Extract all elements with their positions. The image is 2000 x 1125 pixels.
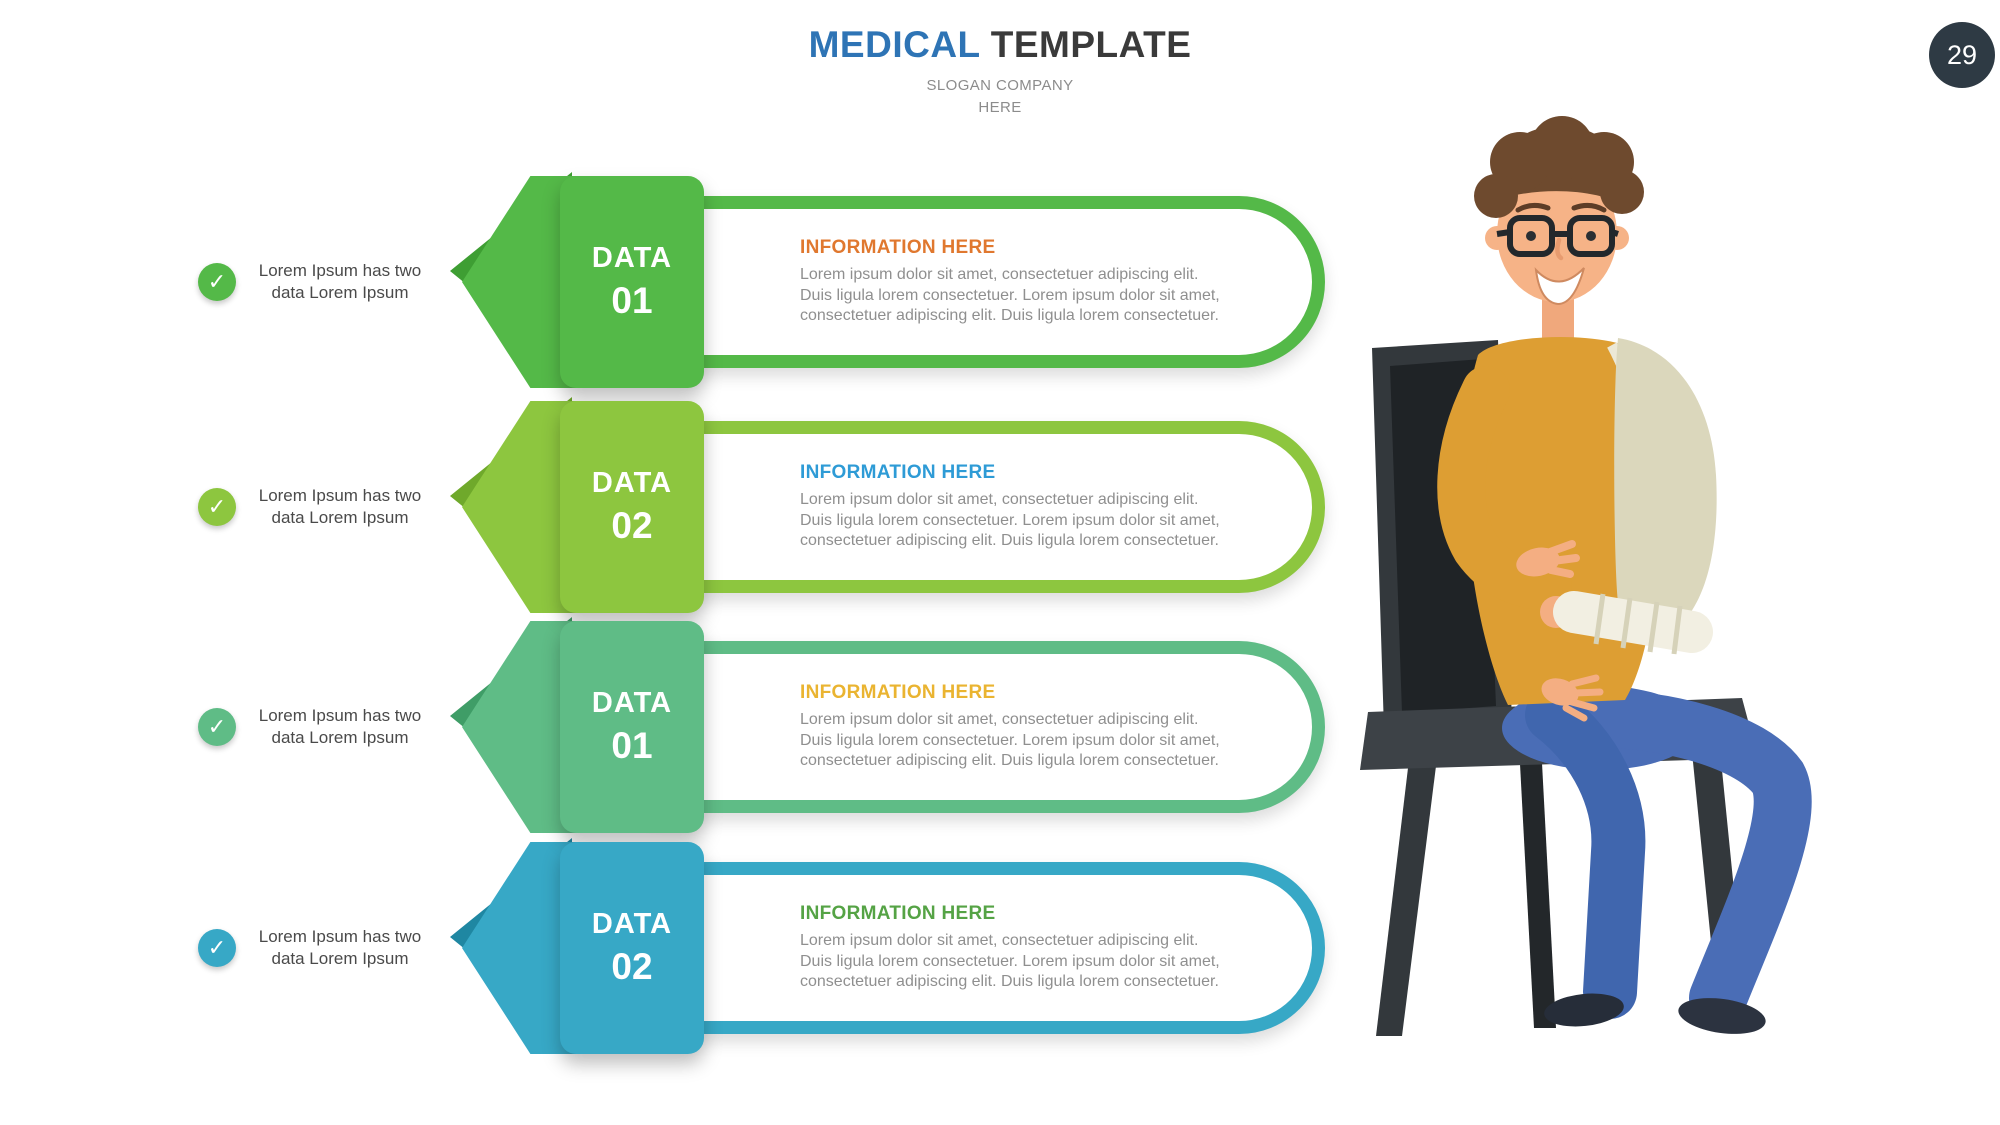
page-number-badge: 29 xyxy=(1929,22,1995,88)
data-arrow-group: INFORMATION HERE Lorem ipsum dolor sit a… xyxy=(450,397,1350,617)
info-pill: INFORMATION HERE Lorem ipsum dolor sit a… xyxy=(580,641,1325,813)
data-number: 01 xyxy=(611,280,653,321)
data-number: 02 xyxy=(611,505,653,546)
data-word: DATA xyxy=(591,687,673,719)
check-item-label: Lorem Ipsum has two data Lorem Ipsum xyxy=(258,705,422,747)
slide-header: MEDICAL TEMPLATE SLOGAN COMPANY HERE xyxy=(0,24,2000,119)
info-pill: INFORMATION HERE Lorem ipsum dolor sit a… xyxy=(580,196,1325,368)
data-number: 02 xyxy=(611,946,653,987)
check-item-label: Lorem Ipsum has two data Lorem Ipsum xyxy=(258,260,422,302)
data-box: DATA 02 xyxy=(560,401,704,613)
info-body: Lorem ipsum dolor sit amet, consectetuer… xyxy=(800,490,1220,550)
slogan-line-2: HERE xyxy=(978,98,1022,116)
info-title: INFORMATION HERE xyxy=(800,461,996,483)
info-title: INFORMATION HERE xyxy=(800,681,996,703)
data-box: DATA 01 xyxy=(560,176,704,388)
data-arrow-group: INFORMATION HERE Lorem ipsum dolor sit a… xyxy=(450,172,1350,392)
check-item-label: Lorem Ipsum has two data Lorem Ipsum xyxy=(258,926,422,968)
data-box: DATA 02 xyxy=(560,842,704,1054)
info-pill: INFORMATION HERE Lorem ipsum dolor sit a… xyxy=(580,862,1325,1034)
page-title: MEDICAL TEMPLATE xyxy=(0,24,2000,66)
info-body: Lorem ipsum dolor sit amet, consectetuer… xyxy=(800,265,1220,325)
data-number: 01 xyxy=(611,725,653,766)
slogan-line-1: SLOGAN COMPANY xyxy=(926,77,1074,94)
info-body: Lorem ipsum dolor sit amet, consectetuer… xyxy=(800,931,1220,991)
info-body: Lorem ipsum dolor sit amet, consectetuer… xyxy=(800,710,1220,770)
data-arrow-group: INFORMATION HERE Lorem ipsum dolor sit a… xyxy=(450,838,1350,1058)
data-word: DATA xyxy=(591,908,673,940)
info-row-2: ✓ Lorem Ipsum has two data Lorem Ipsum I… xyxy=(190,397,1350,617)
check-glyph: ✓ xyxy=(207,494,227,519)
info-title: INFORMATION HERE xyxy=(800,902,996,924)
check-glyph: ✓ xyxy=(207,935,227,960)
check-item-label: Lorem Ipsum has two data Lorem Ipsum xyxy=(258,485,422,527)
info-pill: INFORMATION HERE Lorem ipsum dolor sit a… xyxy=(580,421,1325,593)
data-arrow-group: INFORMATION HERE Lorem ipsum dolor sit a… xyxy=(450,617,1350,837)
data-word: DATA xyxy=(591,242,673,274)
check-icon: ✓ xyxy=(198,488,236,526)
info-title: INFORMATION HERE xyxy=(800,236,996,258)
slogan: SLOGAN COMPANY HERE xyxy=(0,75,2000,119)
check-icon: ✓ xyxy=(198,708,236,746)
page-title-rest: TEMPLATE xyxy=(990,24,1192,65)
data-word: DATA xyxy=(591,467,673,499)
patient-arm-sling-illustration xyxy=(1360,116,1812,1036)
check-glyph: ✓ xyxy=(207,714,227,739)
check-glyph: ✓ xyxy=(207,269,227,294)
info-row-3: ✓ Lorem Ipsum has two data Lorem Ipsum I… xyxy=(190,617,1350,837)
check-icon: ✓ xyxy=(198,929,236,967)
page-title-accent: MEDICAL xyxy=(808,24,980,65)
data-box: DATA 01 xyxy=(560,621,704,833)
info-row-1: ✓ Lorem Ipsum has two data Lorem Ipsum I… xyxy=(190,172,1350,392)
check-icon: ✓ xyxy=(198,263,236,301)
info-row-4: ✓ Lorem Ipsum has two data Lorem Ipsum I… xyxy=(190,838,1350,1058)
